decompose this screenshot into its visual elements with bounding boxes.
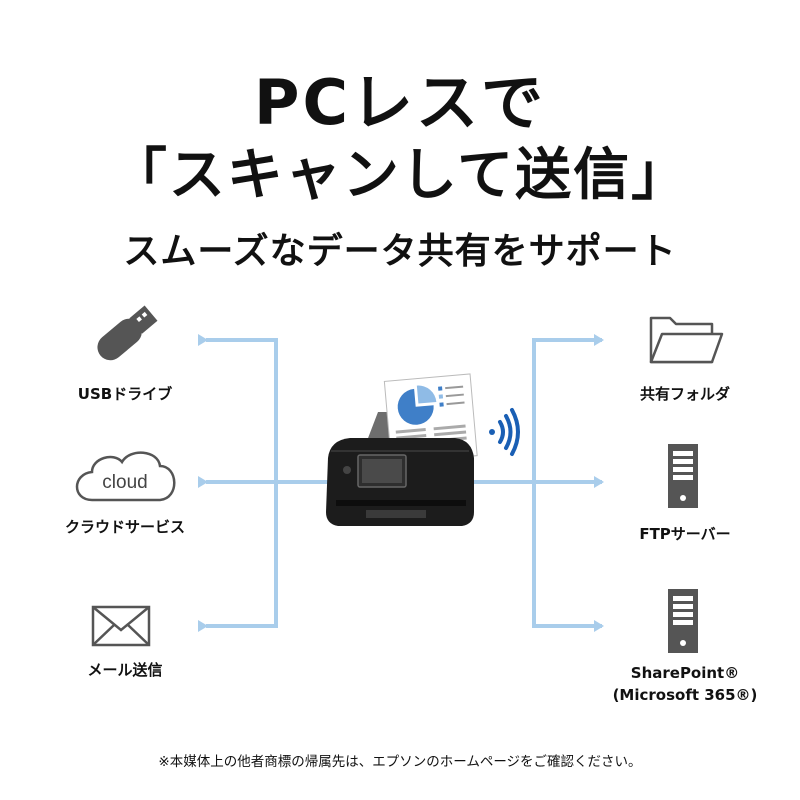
shared-folder-label: 共有フォルダ [639,385,730,403]
folder-icon [649,316,724,364]
headline-subtitle: スムーズなデータ共有をサポート [123,231,677,272]
usb-drive-icon [97,305,158,361]
cloud-icon: cloud [75,451,176,502]
wifi-signal-icon [489,408,520,456]
headline-line-1: PCレスで [254,66,546,139]
connector-lines-left [198,334,330,632]
ftp-server-label: FTPサーバー [639,525,731,543]
email-send-label: メール送信 [87,661,163,679]
trademark-footnote: ※本媒体上の他者商標の帰属先は、エプソンのホームページをご確認ください。 [158,754,642,770]
cloud-service-label: クラウドサービス [64,518,185,536]
headline-line-2: 「スキャンして送信」 [110,143,690,208]
sharepoint-label: SharePoint® [630,664,740,682]
connector-lines-right [470,334,604,632]
server-icon [668,444,698,508]
mail-envelope-icon [91,605,151,647]
microsoft-365-label: (Microsoft 365®) [612,686,758,704]
usb-drive-label: USBドライブ [77,385,173,403]
server-icon [668,589,698,653]
cloud-icon-text: cloud [102,472,147,493]
document-scanner-icon [326,373,478,526]
